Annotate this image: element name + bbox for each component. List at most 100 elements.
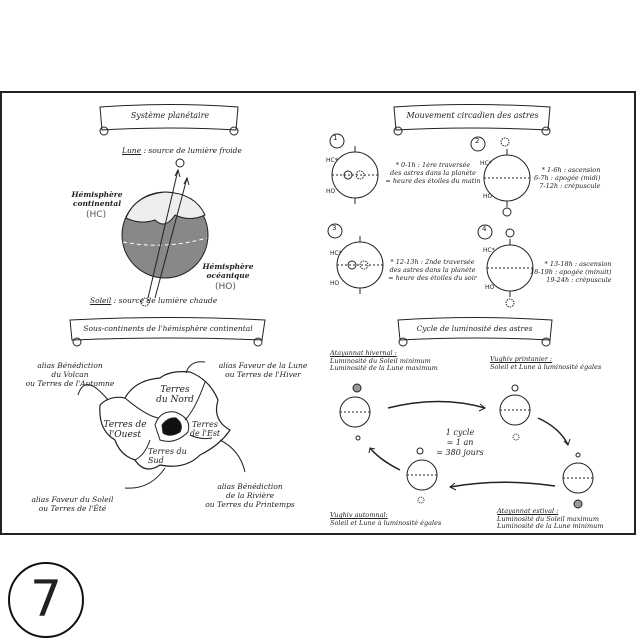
line: Terres de xyxy=(103,420,147,430)
step-3-number: 3 xyxy=(332,224,337,232)
line: ou Terres de l'Automne xyxy=(25,379,115,388)
moon-caption: Lune : source de lumière froide xyxy=(122,146,242,155)
hc-marker: HC* xyxy=(483,247,495,254)
line: alias Bénédiction xyxy=(37,361,103,370)
sun-label: Soleil xyxy=(90,296,112,305)
line: du Volcan xyxy=(51,370,89,379)
line: * 0-1h : 1ère traversée xyxy=(395,161,471,169)
line: Terres du xyxy=(148,447,187,456)
line: 18-19h : apogée (minuit) xyxy=(530,268,612,276)
ho-abbr: (HO) xyxy=(215,282,236,292)
winter-label: Atayannat hivernal :Luminosité du Soleil… xyxy=(330,349,438,373)
line: 7-12h : crépuscule xyxy=(539,182,601,190)
ho-marker: HO xyxy=(483,193,493,200)
spring-label: Vughiv printanier :Soleil et Lune à lumi… xyxy=(490,355,602,371)
banner-subcontinents xyxy=(69,317,266,347)
sun-desc: : source de lumière chaude xyxy=(111,296,218,305)
sun-caption: Soleil : source de lumière chaude xyxy=(90,296,217,305)
line: * 13-18h : ascension xyxy=(544,260,612,268)
line: = heure des étoiles du soir xyxy=(388,274,477,282)
line: Sud xyxy=(148,456,164,465)
luminosity-cycle xyxy=(339,383,594,509)
line: Luminosité de la Lune minimum xyxy=(497,522,604,530)
line: Atayannat estival : xyxy=(497,507,559,515)
banner-luminosity xyxy=(397,317,553,347)
line: des astres dans la planète xyxy=(389,266,476,274)
hc-marker: HC* xyxy=(480,160,492,167)
planetary-title: Système planétaire xyxy=(130,111,210,120)
line: Soleil et Lune à luminosité égales xyxy=(330,518,442,527)
sun-icon xyxy=(140,297,150,307)
line: alias Bénédiction xyxy=(217,482,283,491)
subcontinents-title: Sous-continents de l'hémisphère continen… xyxy=(83,324,253,333)
line: du Nord xyxy=(156,395,194,405)
circadian-title: Mouvement circadien des astres xyxy=(406,111,539,120)
hc-abbr: (HC) xyxy=(86,210,107,220)
step-4-number: 4 xyxy=(482,225,487,233)
banner-circadian xyxy=(393,104,551,136)
ho-line2: océanique xyxy=(206,271,250,280)
line: * 12-13h : 2nde traversée xyxy=(390,258,475,266)
luminosity-title: Cycle de luminosité des astres xyxy=(416,324,533,333)
cycle-center-text: 1 cycle= 1 an= 380 jours xyxy=(430,428,490,458)
line: Atayannat hivernal : xyxy=(330,349,397,357)
line: ou Terres de l'Hiver xyxy=(225,370,301,379)
line: 1 cycle xyxy=(445,428,475,437)
step-1-number: 1 xyxy=(333,134,338,142)
line: ou Terres du Printemps xyxy=(205,500,295,509)
illustration-frame xyxy=(0,91,636,535)
step-2-number: 2 xyxy=(475,137,480,145)
line: Terres xyxy=(160,385,190,395)
ho-marker: HO xyxy=(485,284,495,291)
line: alias Faveur du Soleil xyxy=(31,495,114,504)
line: de la Rivière xyxy=(225,491,275,500)
ho-line1: Hémisphère xyxy=(202,262,254,271)
line: Luminosité du Soleil minimum xyxy=(330,356,431,365)
line: 19-24h : crépuscule xyxy=(546,276,612,284)
line: des astres dans la planète xyxy=(390,169,476,177)
ho-marker: HO xyxy=(326,188,336,195)
figure-number: 7 xyxy=(8,562,84,638)
line: alias Faveur de la Lune xyxy=(218,361,308,370)
line: 6-7h : apogée (midi) xyxy=(534,174,601,182)
line: * 1-6h : ascension xyxy=(541,166,601,174)
line: Vughiv automnal: xyxy=(330,511,388,519)
line: Terres xyxy=(192,420,218,429)
banner-planetary xyxy=(99,104,239,136)
hc-line2: continental xyxy=(72,199,122,208)
line: = 1 an xyxy=(446,438,474,447)
hc-marker: HC* xyxy=(330,250,342,257)
line: Vughiv printanier : xyxy=(490,355,553,363)
line: l'Ouest xyxy=(108,430,142,440)
moon-icon xyxy=(175,158,185,168)
autumn-label: Vughiv automnal:Soleil et Lune à luminos… xyxy=(330,511,442,527)
line: = 380 jours xyxy=(436,448,484,457)
ho-marker: HO xyxy=(330,280,340,287)
circadian-diagrams xyxy=(327,133,534,308)
line: Soleil et Lune à luminosité égales xyxy=(490,362,602,371)
line: Luminosité du Soleil maximum xyxy=(497,514,600,523)
line: de l'Est xyxy=(189,429,221,438)
hc-line1: Hémisphère xyxy=(71,190,123,199)
planet-illustration xyxy=(121,158,209,307)
moon-label: Lune xyxy=(122,146,142,155)
hc-marker: HC* xyxy=(326,157,338,164)
line: ou Terres de l'Été xyxy=(38,504,107,513)
summer-label: Atayannat estival :Luminosité du Soleil … xyxy=(497,507,604,531)
moon-desc: : source de lumière froide xyxy=(141,146,242,155)
